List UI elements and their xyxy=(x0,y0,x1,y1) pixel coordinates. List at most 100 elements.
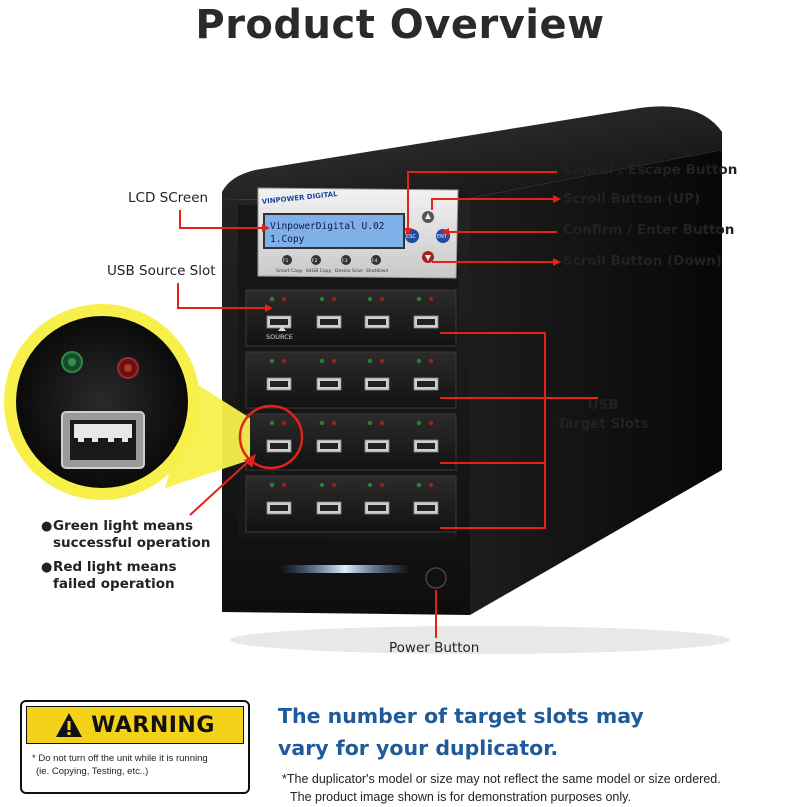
red-led xyxy=(281,358,287,364)
warning-header: WARNING xyxy=(26,706,244,744)
notice-line-1: The number of target slots may xyxy=(278,704,644,728)
device-shadow xyxy=(230,626,730,654)
callout-cancel-label: Cancel / Escape Button xyxy=(563,162,738,178)
callout-usb-target-label: USB Target Slots xyxy=(548,396,658,434)
device-top xyxy=(222,106,722,200)
red-led xyxy=(428,296,434,302)
power-button xyxy=(425,567,447,589)
red-led xyxy=(331,296,337,302)
green-led xyxy=(416,358,422,364)
red-led xyxy=(281,296,287,302)
green-led xyxy=(319,482,325,488)
usb-port-opening xyxy=(368,319,386,325)
usb-target-line-1: USB xyxy=(587,397,619,413)
f4-caption: Shutdown xyxy=(366,268,389,274)
green-led xyxy=(367,296,373,302)
callout-lcd-label: LCD SCreen xyxy=(128,190,209,206)
red-led xyxy=(379,482,385,488)
f1-caption: Smart Copy xyxy=(276,268,303,274)
enter-label: ENT xyxy=(437,234,448,240)
legend-green-line-1: Green light means xyxy=(53,518,194,534)
f2-button xyxy=(311,255,321,265)
red-led xyxy=(331,358,337,364)
usb-port-opening xyxy=(417,443,435,449)
usb-port-opening xyxy=(270,381,288,387)
legend-green: ● Green light means successful operation xyxy=(41,518,211,552)
usb-port-opening xyxy=(417,505,435,511)
usb-port-opening xyxy=(270,319,288,325)
status-light-bar xyxy=(280,565,410,573)
notice-line-2: vary for your duplicator. xyxy=(278,736,559,760)
green-led xyxy=(319,420,325,426)
device-side xyxy=(470,150,722,615)
function-buttons: F1 F2 F3 F4 Smart Copy 64GB Copy Device … xyxy=(276,255,389,274)
usb-port-opening xyxy=(320,319,338,325)
usb-target-line-2: Target Slots xyxy=(557,416,649,432)
green-led xyxy=(367,482,373,488)
red-led xyxy=(428,358,434,364)
green-led xyxy=(319,296,325,302)
disclaimer-line-2: The product image shown is for demonstra… xyxy=(290,790,631,804)
usb-port-opening xyxy=(417,381,435,387)
disclaimer: *The duplicator's model or size may not … xyxy=(282,770,797,806)
zoom-connector xyxy=(165,383,250,488)
green-led xyxy=(367,358,373,364)
red-led xyxy=(428,420,434,426)
usb-port-opening xyxy=(270,505,288,511)
warning-box: WARNING * Do not turn off the unit while… xyxy=(20,700,250,794)
source-label: SOURCE xyxy=(266,333,293,341)
f4-label: F4 xyxy=(372,258,378,264)
red-led xyxy=(281,482,287,488)
warning-triangle-icon xyxy=(56,713,83,737)
callout-scroll-up-label: Scroll Button (UP) xyxy=(563,191,701,207)
green-led xyxy=(416,296,422,302)
page-title: Product Overview xyxy=(195,2,605,48)
lcd-screen xyxy=(263,213,405,249)
usb-port-opening xyxy=(270,443,288,449)
legend-red-line-1: Red light means xyxy=(53,559,177,575)
f2-label: F2 xyxy=(312,258,318,264)
warning-text-line-2: (ie. Copying, Testing, etc..) xyxy=(36,766,149,777)
f2-caption: 64GB Copy xyxy=(306,268,331,274)
f1-label: F1 xyxy=(283,258,289,264)
callout-confirm-label: Confirm / Enter Button xyxy=(563,222,735,238)
f3-button xyxy=(341,255,351,265)
green-led xyxy=(416,482,422,488)
usb-port-opening xyxy=(320,505,338,511)
legend-red: ● Red light means failed operation xyxy=(41,559,177,593)
usb-port-opening xyxy=(368,443,386,449)
callout-usb-source-label: USB Source Slot xyxy=(107,263,216,279)
red-led xyxy=(331,420,337,426)
usb-port-opening xyxy=(417,319,435,325)
warning-heading: WARNING xyxy=(91,712,215,738)
f3-caption: Device Scan xyxy=(335,268,363,274)
callout-power-label: Power Button xyxy=(389,640,480,656)
green-led xyxy=(269,420,275,426)
legend-red-line-2: failed operation xyxy=(53,576,175,592)
esc-label: ESC xyxy=(406,234,416,240)
f4-button xyxy=(371,255,381,265)
red-led xyxy=(281,420,287,426)
lcd-line-2: 1.Copy xyxy=(270,234,305,245)
bullet-icon: ● xyxy=(41,519,53,534)
zoom-usb-port xyxy=(61,411,145,469)
lcd-line-1: VinpowerDigital U.02 xyxy=(270,221,384,232)
usb-trays xyxy=(245,289,457,533)
usb-port-opening xyxy=(368,381,386,387)
disclaimer-line-1: *The duplicator's model or size may not … xyxy=(282,772,721,786)
control-panel: VINPOWER DIGITAL VinpowerDigital U.02 1.… xyxy=(257,187,459,279)
f3-label: F3 xyxy=(342,258,348,264)
slot-highlight-circle xyxy=(238,404,304,470)
red-led xyxy=(379,420,385,426)
red-led xyxy=(331,482,337,488)
green-led xyxy=(269,358,275,364)
legend-green-line-2: successful operation xyxy=(53,535,211,551)
usb-port-opening xyxy=(368,505,386,511)
warning-text-line-1: * Do not turn off the unit while it is r… xyxy=(32,753,208,764)
callout-scroll-down-label: Scroll Button (Down) xyxy=(563,253,722,269)
red-led xyxy=(379,358,385,364)
red-led xyxy=(379,296,385,302)
usb-port-opening xyxy=(320,443,338,449)
